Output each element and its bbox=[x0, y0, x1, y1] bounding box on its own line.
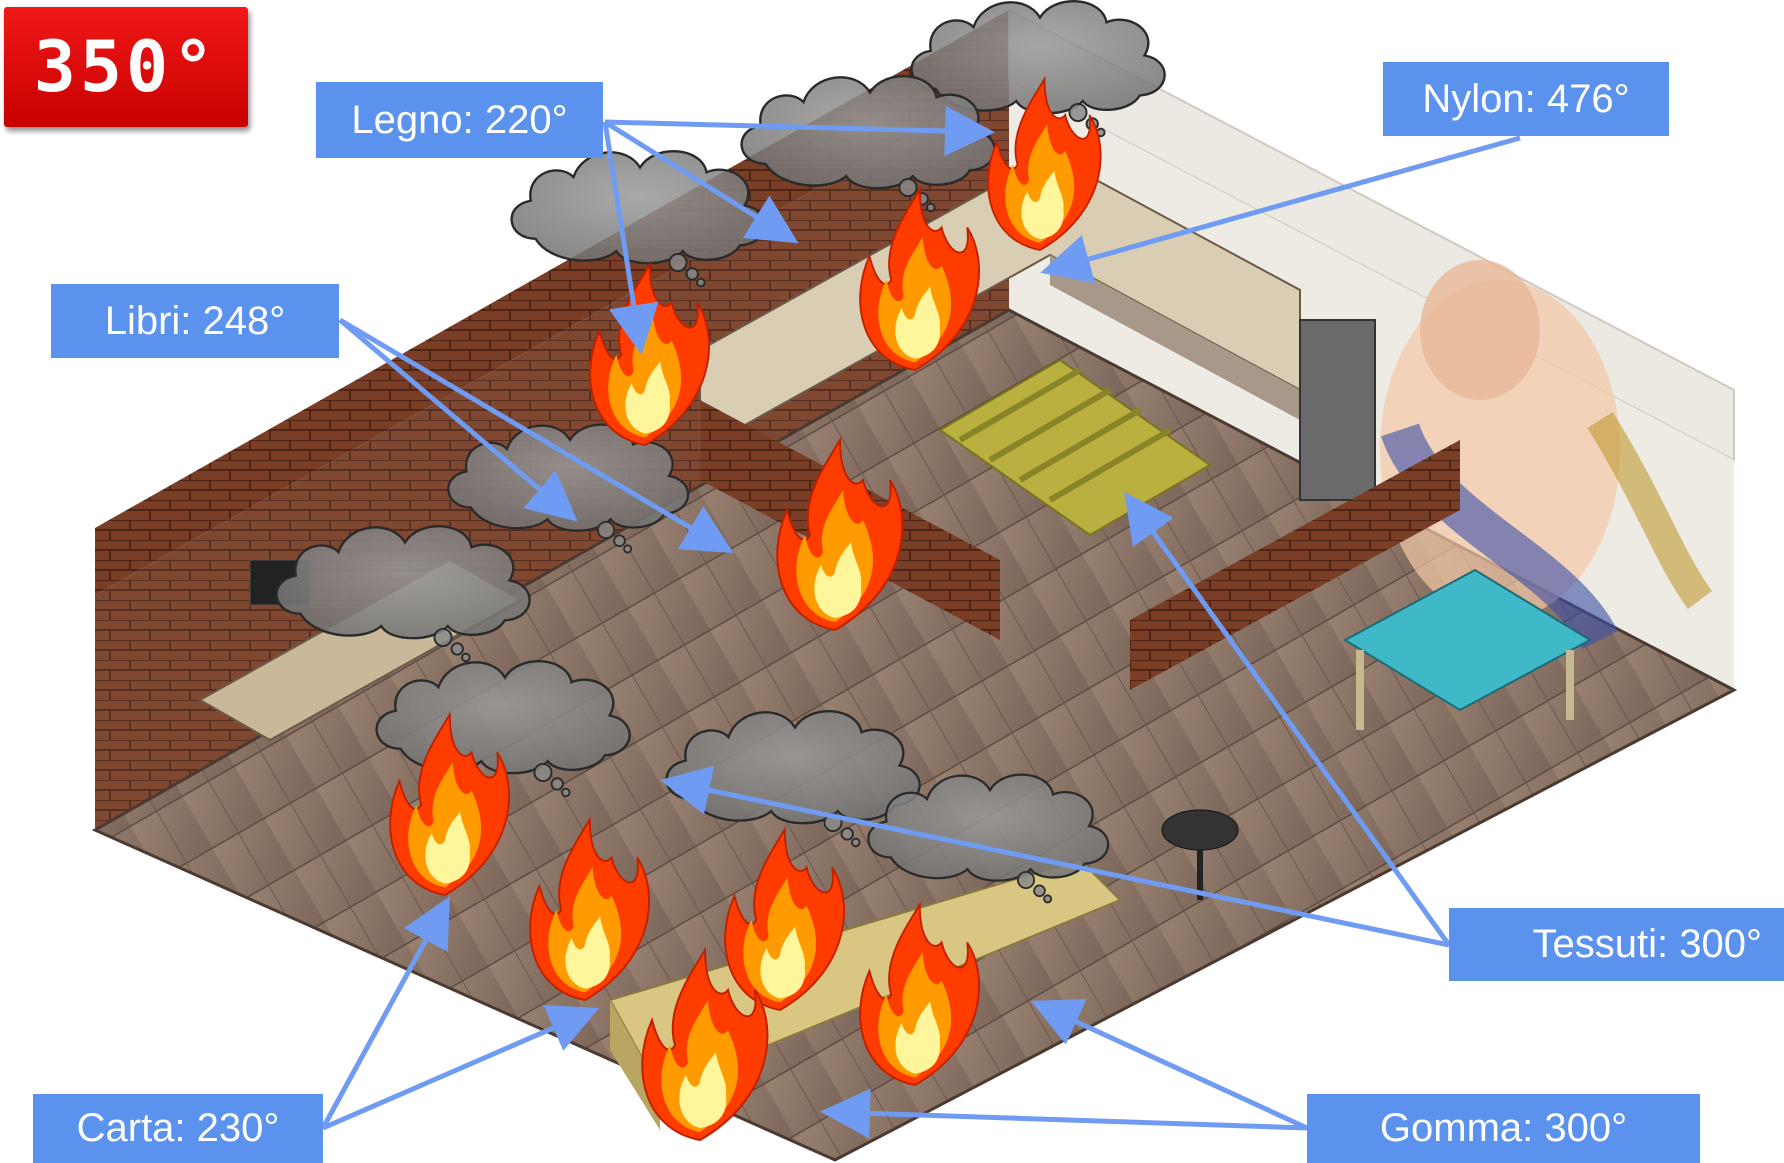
dining-table bbox=[1342, 568, 1593, 730]
label-libri: Libri: 248° bbox=[51, 284, 339, 358]
label-nylon: Nylon: 476° bbox=[1383, 62, 1669, 136]
label-tessuti: Tessuti: 300° bbox=[1449, 908, 1784, 981]
arrow-legno-3 bbox=[604, 105, 995, 156]
arrow-legno-1 bbox=[602, 121, 659, 355]
temperature-badge: 350° bbox=[4, 7, 248, 127]
arrow-libri-2 bbox=[338, 317, 734, 554]
arrow-carta-1 bbox=[320, 896, 450, 1130]
label-gomma: Gomma: 300° bbox=[1307, 1094, 1700, 1163]
wall-mural bbox=[1380, 260, 1713, 650]
arrow-libri-1 bbox=[338, 318, 578, 522]
pointer-arrows bbox=[320, 105, 1521, 1139]
arrow-nylon bbox=[1040, 135, 1521, 284]
arrow-carta-2 bbox=[322, 1005, 600, 1131]
striped-rug bbox=[938, 358, 1212, 537]
arrow-gomma-1 bbox=[1030, 999, 1309, 1131]
arrow-tessuti-2 bbox=[660, 765, 1450, 948]
label-carta: Carta: 230° bbox=[33, 1094, 323, 1163]
label-legno: Legno: 220° bbox=[316, 82, 603, 158]
arrow-legno-2 bbox=[603, 119, 799, 244]
coffee-table bbox=[1161, 809, 1239, 900]
arrow-tessuti-1 bbox=[1124, 491, 1452, 947]
arrow-gomma-2 bbox=[820, 1088, 1308, 1139]
